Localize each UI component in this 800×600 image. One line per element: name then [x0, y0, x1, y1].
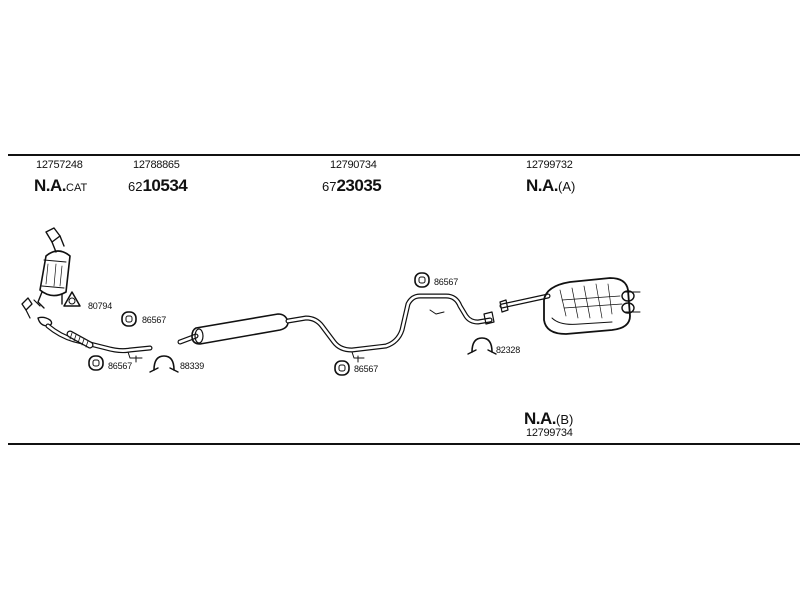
col4-part-number: 12799732 — [526, 159, 573, 171]
footer-part-number: 12799734 — [526, 427, 573, 439]
part-label-80794: 80794 — [88, 301, 113, 311]
part-label-86567-c: 86567 — [354, 364, 379, 374]
col1-code-suffix: CAT — [66, 182, 88, 194]
col3-code-main: 23035 — [336, 176, 382, 195]
col3-code: 6723035 — [322, 176, 382, 195]
footer-code-main: N.A. — [524, 409, 557, 428]
col1-code: N.A.CAT — [34, 177, 87, 195]
part-label-82328: 82328 — [496, 345, 521, 355]
col2-part-number: 12788865 — [133, 159, 180, 171]
footer-code: N.A.(B) — [524, 410, 573, 428]
rubber-mount-icon — [414, 272, 430, 288]
col4-code-main: N.A. — [526, 176, 559, 195]
part-label-86567-b: 86567 — [108, 361, 133, 371]
center-silencer — [177, 293, 495, 363]
top-rule — [8, 154, 800, 156]
catalytic-converter — [21, 227, 71, 319]
col3-part-number: 12790734 — [330, 159, 377, 171]
part-label-88339: 88339 — [180, 361, 205, 371]
col2-code-prefix: 62 — [128, 179, 143, 194]
col4-code: N.A.(A) — [526, 177, 575, 195]
clamp-82328-icon — [467, 337, 497, 355]
col3-code-prefix: 67 — [322, 179, 337, 194]
clamp-88339-icon — [149, 355, 179, 373]
front-pipe — [37, 316, 153, 363]
part-label-86567-a: 86567 — [142, 315, 167, 325]
col2-code-main: 10534 — [142, 176, 188, 195]
col1-part-number: 12757248 — [36, 159, 83, 171]
rubber-mount-icon — [121, 311, 137, 327]
footer-code-suffix: (B) — [556, 412, 574, 427]
col2-code: 6210534 — [128, 176, 188, 195]
rubber-mount-icon — [88, 355, 104, 371]
col4-code-suffix: (A) — [558, 179, 576, 194]
rubber-mount-icon — [334, 360, 350, 376]
rear-silencer — [499, 277, 641, 335]
part-label-86567-d: 86567 — [434, 277, 459, 287]
bottom-rule — [8, 443, 800, 445]
gasket-80794-icon — [63, 291, 81, 307]
col1-code-main: N.A. — [34, 176, 67, 195]
